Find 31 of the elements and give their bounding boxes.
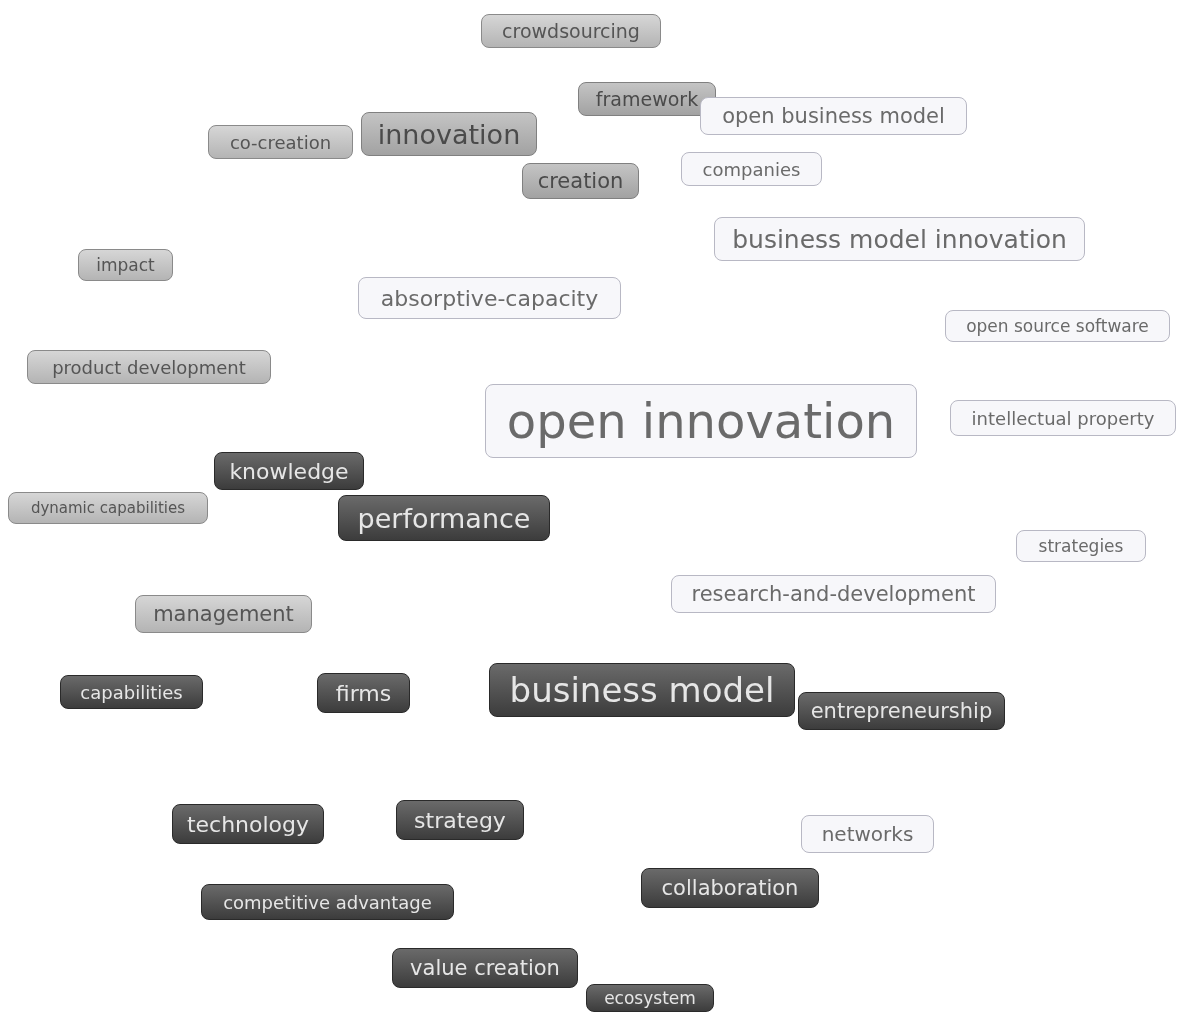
keyword-tag: innovation bbox=[361, 112, 537, 156]
keyword-tag: framework bbox=[578, 82, 716, 116]
keyword-tag: companies bbox=[681, 152, 822, 186]
keyword-tag: strategy bbox=[396, 800, 524, 840]
keyword-tag: performance bbox=[338, 495, 550, 541]
keyword-tag: collaboration bbox=[641, 868, 819, 908]
keyword-tag: business model bbox=[489, 663, 795, 717]
keyword-tag: business model innovation bbox=[714, 217, 1085, 261]
keyword-tag: networks bbox=[801, 815, 934, 853]
keyword-tag: entrepreneurship bbox=[798, 692, 1005, 730]
keyword-tag: ecosystem bbox=[586, 984, 714, 1012]
keyword-tag: firms bbox=[317, 673, 410, 713]
keyword-tag: open innovation bbox=[485, 384, 917, 458]
keyword-tag: knowledge bbox=[214, 452, 364, 490]
keyword-tag: absorptive-capacity bbox=[358, 277, 621, 319]
keyword-tag: crowdsourcing bbox=[481, 14, 661, 48]
keyword-tag: creation bbox=[522, 163, 639, 199]
keyword-tag: capabilities bbox=[60, 675, 203, 709]
keyword-tag: open business model bbox=[700, 97, 967, 135]
keyword-tag: management bbox=[135, 595, 312, 633]
keyword-tag: intellectual property bbox=[950, 400, 1176, 436]
keyword-tag: value creation bbox=[392, 948, 578, 988]
keyword-tag: co-creation bbox=[208, 125, 353, 159]
keyword-tag: technology bbox=[172, 804, 324, 844]
keyword-tag: open source software bbox=[945, 310, 1170, 342]
keyword-tag: strategies bbox=[1016, 530, 1146, 562]
keyword-tag: dynamic capabilities bbox=[8, 492, 208, 524]
keyword-tag: product development bbox=[27, 350, 271, 384]
keyword-tag: impact bbox=[78, 249, 173, 281]
keyword-tag: research-and-development bbox=[671, 575, 996, 613]
keyword-tag: competitive advantage bbox=[201, 884, 454, 920]
